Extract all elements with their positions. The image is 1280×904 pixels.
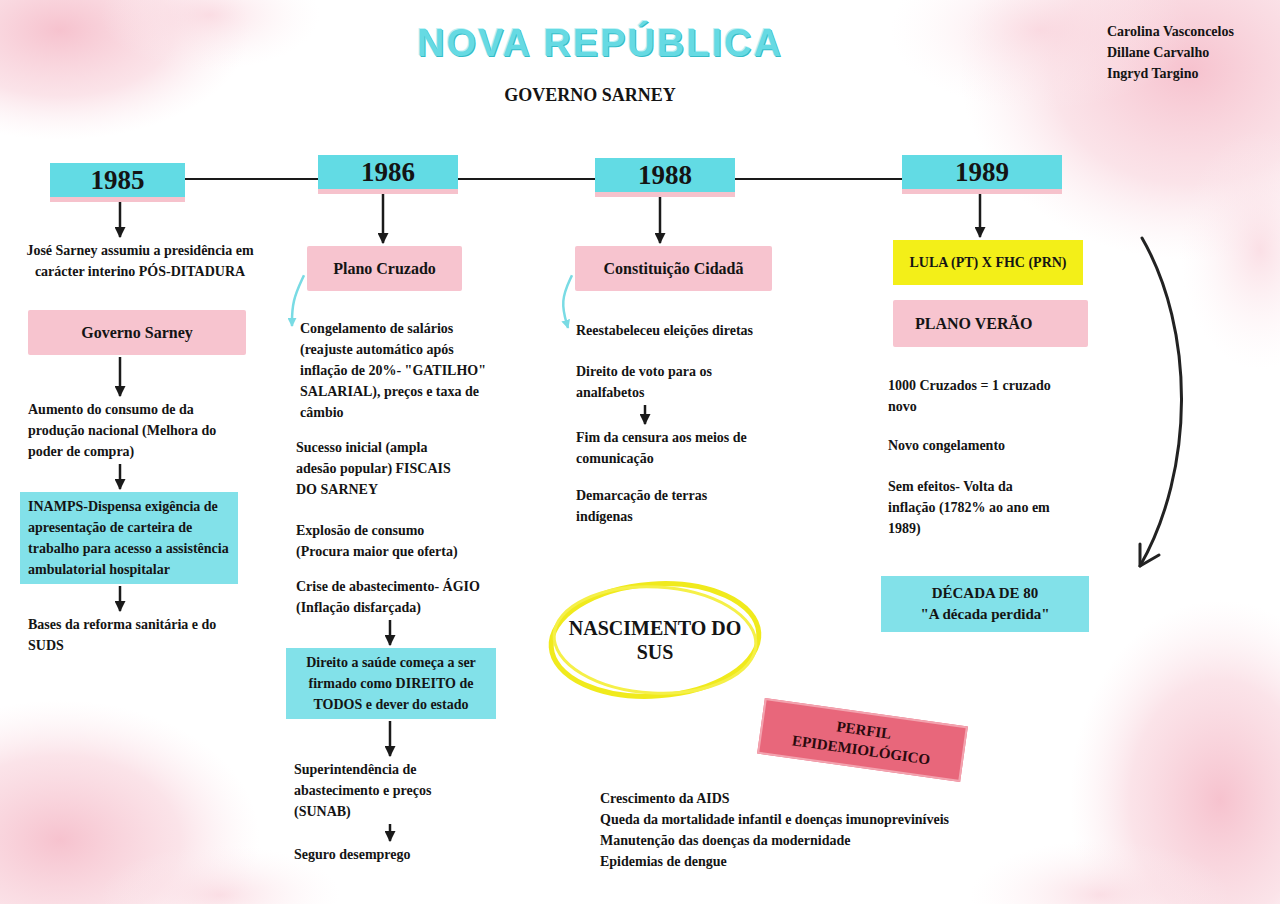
node-text: Superintendência de abastecimento e preç… xyxy=(294,759,474,822)
note-text: Crescimento da AIDS xyxy=(600,788,1040,809)
year-box: 1986 xyxy=(318,155,458,189)
node-text: 1988 xyxy=(595,159,735,191)
note-text: Carolina Vasconcelos xyxy=(1107,21,1275,42)
node-text: Reestabeleceu eleições diretas xyxy=(576,320,756,341)
connector-arrow xyxy=(119,586,122,611)
circle-outline xyxy=(545,578,765,702)
circle-stroke xyxy=(551,582,758,698)
connector-arrow xyxy=(389,721,392,756)
note-text: Sucesso inicial (ampla adesão popular) F… xyxy=(296,437,456,500)
text-block: Superintendência de abastecimento e preç… xyxy=(294,759,474,822)
node-text: NASCIMENTO DO SUS xyxy=(545,616,765,664)
circle-callout: NASCIMENTO DO SUS xyxy=(545,578,765,702)
node-text: Bases da reforma sanitária e do SUDS xyxy=(28,614,228,656)
curved-arrow-shaft xyxy=(1140,238,1182,566)
node-text: 1986 xyxy=(318,156,458,188)
connector-arrow xyxy=(659,194,662,243)
watercolor-blot xyxy=(100,0,320,70)
note-text: Explosão de consumo (Procura maior que o… xyxy=(296,520,481,562)
timeline-line xyxy=(735,178,902,180)
node-text: Constituição Cidadã xyxy=(585,258,762,279)
note-text: GOVERNO SARNEY xyxy=(440,85,740,106)
connector-arrow xyxy=(382,191,385,243)
info-box: Direito a saúde começa a ser firmado com… xyxy=(286,648,496,719)
connector-arrow xyxy=(979,191,982,237)
node-text: 1985 xyxy=(50,164,185,196)
node-text: Seguro desemprego xyxy=(294,844,474,865)
connector-arrow xyxy=(389,824,392,841)
info-box: DÉCADA DE 80"A década perdida" xyxy=(881,576,1089,632)
text-block: Fim da censura aos meios de comunicação xyxy=(576,427,766,469)
node-text: José Sarney assumiu a presidência em car… xyxy=(20,240,260,282)
text-block: Congelamento de salários (reajuste autom… xyxy=(300,318,490,423)
connector-arrow xyxy=(563,275,572,328)
node-text: "A década perdida" xyxy=(889,604,1081,625)
node-text: INAMPS-Dispensa exigência de apresentaçã… xyxy=(28,496,230,580)
note-text: Queda da mortalidade infantil e doenças … xyxy=(600,809,1040,830)
node-text: Congelamento de salários (reajuste autom… xyxy=(300,318,490,423)
timeline-line xyxy=(185,178,318,180)
text-block: Direito de voto para os analfabetos xyxy=(576,361,756,403)
text-block: Seguro desemprego xyxy=(294,844,474,865)
text-block: Crise de abastecimento- ÁGIO (Inflação d… xyxy=(296,576,496,618)
circle-stroke xyxy=(547,577,762,703)
node-text: DÉCADA DE 80 xyxy=(889,583,1081,604)
curved-arrow-head xyxy=(1140,544,1159,566)
node-text: Crise de abastecimento- ÁGIO (Inflação d… xyxy=(296,576,496,618)
text-block: Reestabeleceu eleições diretas xyxy=(576,320,756,341)
connector-arrow xyxy=(119,357,122,396)
curved-arrow xyxy=(1140,238,1182,566)
node-text: PLANO VERÃO xyxy=(915,313,1066,334)
connector-arrow xyxy=(389,620,392,645)
watercolor-blot xyxy=(1180,130,1280,370)
pink-box: Governo Sarney xyxy=(28,310,246,355)
note-text: Epidemias de dengue xyxy=(600,851,1040,872)
page-title: NOVA REPÚBLICA xyxy=(290,18,910,68)
node-text: Aumento do consumo de da produção nacion… xyxy=(28,399,233,462)
year-box: 1985 xyxy=(50,163,185,197)
node-text: LULA (PT) X FHC (PRN) xyxy=(901,252,1075,273)
node-text: 1989 xyxy=(902,156,1062,188)
node-text: Fim da censura aos meios de comunicação xyxy=(576,427,766,469)
connector-arrow xyxy=(292,275,304,326)
highlight-box: LULA (PT) X FHC (PRN) xyxy=(893,240,1083,285)
info-box: INAMPS-Dispensa exigência de apresentaçã… xyxy=(20,492,238,584)
note-text: Ingryd Targino xyxy=(1107,63,1275,84)
text-block: Aumento do consumo de da produção nacion… xyxy=(28,399,233,462)
watercolor-blot xyxy=(970,840,1230,904)
node-text: PERFIL EPIDEMIOLÓGICO xyxy=(768,707,957,772)
ribbon-tag: PERFIL EPIDEMIOLÓGICO xyxy=(757,698,968,782)
node-text: Governo Sarney xyxy=(38,322,236,343)
note-text: 1000 Cruzados = 1 cruzado novo xyxy=(888,375,1073,417)
year-box: 1988 xyxy=(595,158,735,192)
text-block: José Sarney assumiu a presidência em car… xyxy=(20,240,260,282)
pink-box: Plano Cruzado xyxy=(307,246,462,291)
text-block: Bases da reforma sanitária e do SUDS xyxy=(28,614,228,656)
node-text: Plano Cruzado xyxy=(317,258,452,279)
pink-box: Constituição Cidadã xyxy=(575,246,772,291)
connector-arrow xyxy=(644,405,647,424)
connector-arrow xyxy=(119,464,122,489)
note-text: Dillane Carvalho xyxy=(1107,42,1275,63)
year-box: 1989 xyxy=(902,155,1062,189)
note-text: Demarcação de terras indígenas xyxy=(576,485,741,527)
note-text: Sem efeitos- Volta da inflação (1782% ao… xyxy=(888,476,1063,539)
node-text: Direito a saúde começa a ser firmado com… xyxy=(294,652,488,715)
note-text: Novo congelamento xyxy=(888,435,1073,456)
node-text: Direito de voto para os analfabetos xyxy=(576,361,756,403)
connector-arrow xyxy=(119,199,122,237)
note-text: Manutenção das doenças da modernidade xyxy=(600,830,1040,851)
timeline-line xyxy=(458,178,595,180)
pink-box: PLANO VERÃO xyxy=(893,300,1088,347)
